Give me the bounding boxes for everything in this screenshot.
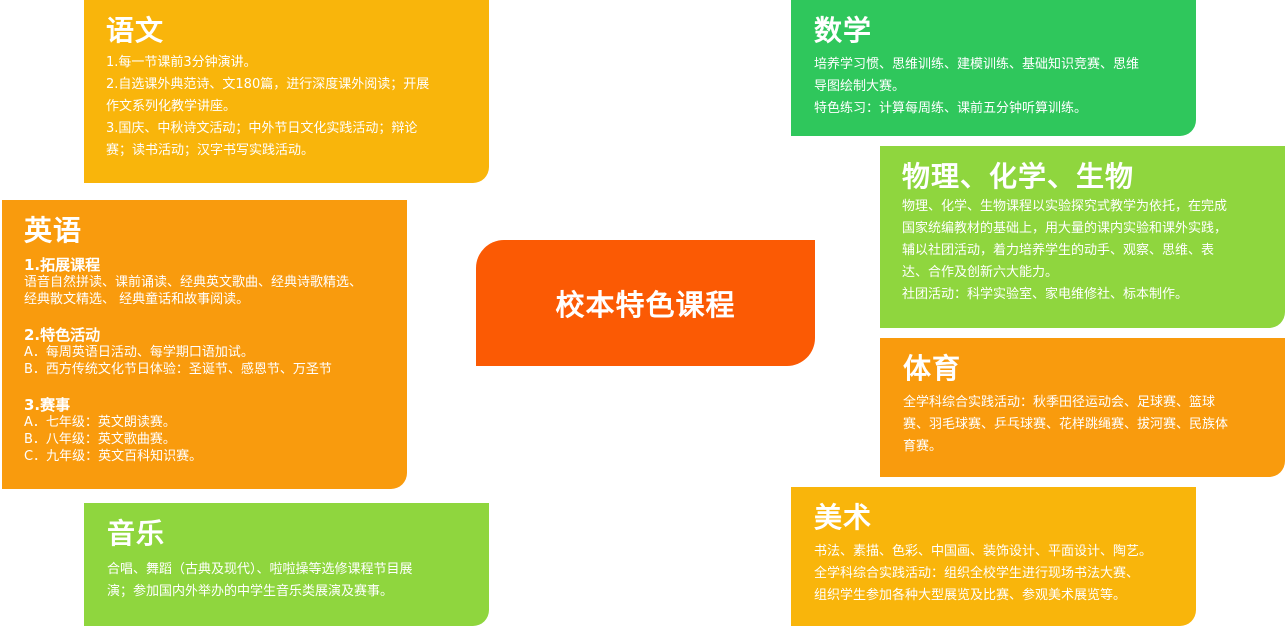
card-line: 演；参加国内外举办的中学生音乐类展演及赛事。: [107, 584, 394, 599]
card-line: 赛、羽毛球赛、乒乓球赛、花样跳绳赛、拔河赛、民族体: [903, 417, 1229, 432]
card-line: 育赛。: [903, 439, 943, 454]
card-yuwen: 语文 1.每一节课前3分钟演讲。 2.自选课外典范诗、文180篇，进行深度课外阅…: [84, 0, 489, 183]
card-meishu: 美术 书法、素描、色彩、中国画、装饰设计、平面设计、陶艺。 全学科综合实践活动：…: [791, 487, 1196, 626]
section-heading: 2.特色活动: [24, 326, 101, 344]
card-line: 导图绘制大赛。: [814, 79, 906, 94]
card-line: 赛；读书活动；汉字书写实践活动。: [106, 143, 315, 158]
card-line: 1.每一节课前3分钟演讲。: [106, 55, 257, 70]
section-heading: 3.赛事: [24, 396, 71, 414]
section-line: B．八年级：英文歌曲赛。: [24, 432, 176, 447]
card-line: 国家统编教材的基础上，用大量的课内实验和课外实践，: [902, 221, 1228, 236]
section-line: C．九年级：英文百科知识赛。: [24, 449, 203, 464]
card-line: 社团活动：科学实验室、家电维修社、标本制作。: [902, 287, 1189, 302]
card-line: 物理、化学、生物课程以实验探究式教学为依托，在完成: [902, 199, 1228, 214]
card-tiyu: 体育 全学科综合实践活动：秋季田径运动会、足球赛、篮球 赛、羽毛球赛、乒乓球赛、…: [880, 338, 1285, 477]
card-title: 音乐: [107, 517, 166, 550]
card-line: 作文系列化教学讲座。: [106, 99, 237, 114]
card-title: 物理、化学、生物: [902, 160, 1135, 193]
section-line: 语音自然拼读、课前诵读、经典英文歌曲、经典诗歌精选、: [24, 275, 363, 290]
section-line: A．七年级：英文朗读赛。: [24, 415, 176, 430]
center-title-box: 校本特色课程: [476, 240, 815, 366]
card-wuli: 物理、化学、生物 物理、化学、生物课程以实验探究式教学为依托，在完成 国家统编教…: [880, 146, 1285, 328]
card-yingyu: 英语 1.拓展课程 语音自然拼读、课前诵读、经典英文歌曲、经典诗歌精选、 经典散…: [2, 200, 407, 489]
card-line: 组织学生参加各种大型展览及比赛、参观美术展览等。: [814, 588, 1127, 603]
section-line: A．每周英语日活动、每学期口语加试。: [24, 345, 254, 360]
card-shuxue: 数学 培养学习惯、思维训练、建模训练、基础知识竞赛、思维 导图绘制大赛。 特色练…: [791, 0, 1196, 136]
card-title: 数学: [814, 14, 873, 47]
card-line: 辅以社团活动，着力培养学生的动手、观察、思维、表: [902, 243, 1215, 258]
card-line: 2.自选课外典范诗、文180篇，进行深度课外阅读；开展: [106, 77, 430, 92]
card-title: 语文: [106, 14, 165, 47]
card-yinyue: 音乐 合唱、舞蹈（古典及现代）、啦啦操等选修课程节目展 演；参加国内外举办的中学…: [84, 503, 489, 626]
card-line: 书法、素描、色彩、中国画、装饰设计、平面设计、陶艺。: [814, 544, 1153, 559]
card-title: 体育: [903, 352, 962, 385]
card-line: 3.国庆、中秋诗文活动；中外节日文化实践活动；辩论: [106, 121, 418, 136]
section-heading: 1.拓展课程: [24, 256, 101, 274]
card-line: 合唱、舞蹈（古典及现代）、啦啦操等选修课程节目展: [107, 562, 413, 577]
card-title: 美术: [814, 501, 873, 534]
card-line: 全学科综合实践活动：组织全校学生进行现场书法大赛、: [814, 566, 1140, 581]
section-line: B．西方传统文化节日体验：圣诞节、感恩节、万圣节: [24, 362, 332, 377]
card-line: 特色练习：计算每周练、课前五分钟听算训练。: [814, 101, 1088, 116]
card-line: 培养学习惯、思维训练、建模训练、基础知识竞赛、思维: [814, 57, 1140, 72]
card-line: 全学科综合实践活动：秋季田径运动会、足球赛、篮球: [903, 395, 1216, 410]
center-title: 校本特色课程: [555, 288, 736, 322]
section-line: 经典散文精选、 经典童话和故事阅读。: [24, 292, 250, 307]
card-title: 英语: [24, 214, 83, 247]
card-line: 达、合作及创新六大能力。: [902, 265, 1059, 280]
